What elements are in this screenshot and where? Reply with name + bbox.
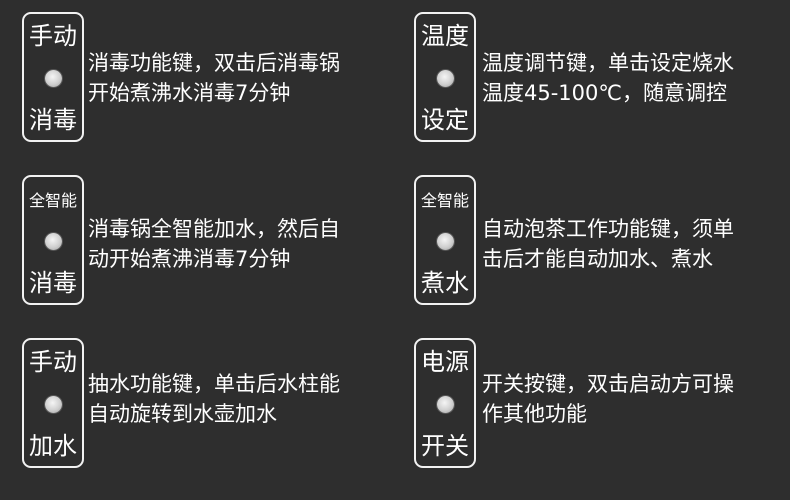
key-bottom-label: 加水 — [29, 432, 77, 460]
description-line: 消毒锅全智能加水，然后自 — [88, 217, 340, 241]
key-bottom-label: 开关 — [421, 432, 469, 460]
key-description: 自动泡茶工作功能键，须单 击后才能自动加水、煮水 — [482, 214, 782, 274]
key-bottom-label: 设定 — [421, 106, 469, 134]
key-description: 温度调节键，单击设定烧水 温度45-100℃，随意调控 — [482, 48, 782, 108]
key-top-label: 全智能 — [28, 191, 77, 210]
indicator-light-icon — [436, 232, 454, 250]
key-top-label: 温度 — [421, 22, 469, 50]
smart-boil-key[interactable]: 全智能 煮水 — [414, 175, 476, 305]
indicator-light-icon — [44, 395, 62, 413]
key-description: 消毒锅全智能加水，然后自 动开始煮沸消毒7分钟 — [88, 214, 388, 274]
description-line: 温度45-100℃，随意调控 — [482, 81, 727, 105]
temperature-setting-key[interactable]: 温度 设定 — [414, 12, 476, 142]
indicator-light-icon — [44, 69, 62, 87]
indicator-light-icon — [436, 395, 454, 413]
key-description: 开关按键，双击启动方可操 作其他功能 — [482, 369, 782, 429]
key-description: 抽水功能键，单击后水柱能 自动旋转到水壶加水 — [88, 369, 388, 429]
description-line: 作其他功能 — [482, 402, 587, 426]
description-line: 动开始煮沸消毒7分钟 — [88, 247, 291, 271]
key-top-label: 手动 — [29, 22, 77, 50]
indicator-light-icon — [436, 69, 454, 87]
key-bottom-label: 消毒 — [29, 269, 77, 297]
indicator-light-icon — [44, 232, 62, 250]
description-line: 击后才能自动加水、煮水 — [482, 247, 713, 271]
description-line: 温度调节键，单击设定烧水 — [482, 51, 734, 75]
description-line: 自动旋转到水壶加水 — [88, 402, 277, 426]
manual-disinfect-key[interactable]: 手动 消毒 — [22, 12, 84, 142]
power-switch-key[interactable]: 电源 开关 — [414, 338, 476, 468]
key-bottom-label: 煮水 — [421, 269, 469, 297]
manual-add-water-key[interactable]: 手动 加水 — [22, 338, 84, 468]
key-top-label: 电源 — [421, 348, 469, 376]
smart-disinfect-key[interactable]: 全智能 消毒 — [22, 175, 84, 305]
description-line: 消毒功能键，双击后消毒锅 — [88, 51, 340, 75]
key-bottom-label: 消毒 — [29, 106, 77, 134]
key-top-label: 全智能 — [420, 191, 469, 210]
description-line: 自动泡茶工作功能键，须单 — [482, 217, 734, 241]
description-line: 开始煮沸水消毒7分钟 — [88, 81, 291, 105]
description-line: 抽水功能键，单击后水柱能 — [88, 372, 340, 396]
description-line: 开关按键，双击启动方可操 — [482, 372, 734, 396]
key-top-label: 手动 — [29, 348, 77, 376]
key-description: 消毒功能键，双击后消毒锅 开始煮沸水消毒7分钟 — [88, 48, 388, 108]
